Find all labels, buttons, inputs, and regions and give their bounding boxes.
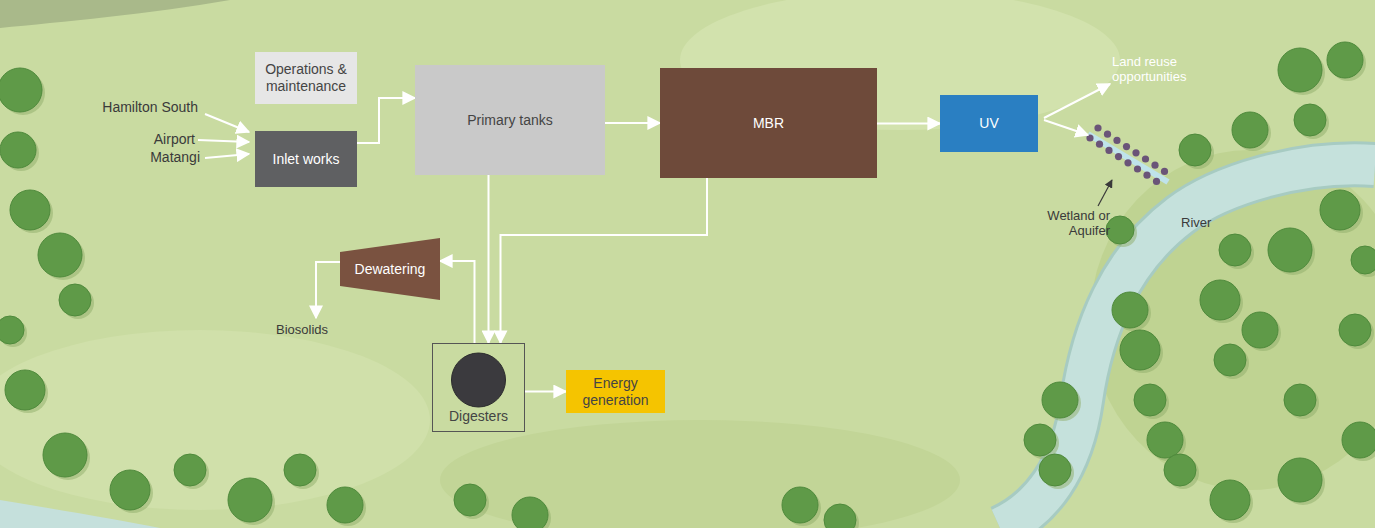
tree	[824, 504, 856, 528]
process-box: UV	[940, 95, 1038, 152]
tree	[1164, 454, 1196, 486]
tree	[1039, 454, 1071, 486]
node-text: MBR	[753, 115, 784, 132]
flow-arrow	[525, 391, 566, 393]
tree	[327, 487, 363, 523]
tree	[1232, 112, 1268, 148]
inflow-arrow	[198, 140, 249, 142]
reuse-arrow	[1044, 84, 1110, 118]
tree	[5, 370, 45, 410]
trapezoid-box: Dewatering	[340, 238, 440, 300]
wetland-dot	[1151, 162, 1158, 169]
leader-line	[1098, 180, 1112, 206]
tree	[1147, 422, 1183, 458]
node-text: Dewatering	[355, 261, 426, 278]
inflow-arrow	[205, 154, 249, 158]
tree	[1214, 344, 1246, 376]
tree	[1112, 292, 1148, 328]
tree	[1219, 234, 1251, 266]
tree	[1120, 330, 1160, 370]
tree	[0, 316, 24, 344]
wetland-dot	[1105, 147, 1112, 154]
tree	[1210, 480, 1250, 520]
tree	[1351, 246, 1375, 274]
process-box: Primary tanks	[415, 65, 605, 175]
tree	[1284, 384, 1316, 416]
flow-arrow	[877, 123, 940, 125]
source-label: Matangi	[100, 150, 200, 165]
tree	[10, 190, 50, 230]
inflow-arrow	[205, 114, 249, 132]
site-label: Biosolids	[276, 322, 356, 337]
tree	[782, 487, 818, 523]
tree	[1042, 382, 1078, 418]
tree	[1134, 384, 1166, 416]
node-text: Inlet works	[273, 151, 340, 168]
node-text: Primary tanks	[467, 112, 553, 129]
tree	[1294, 104, 1326, 136]
tree	[454, 484, 486, 516]
wetland-dot	[1123, 143, 1130, 150]
tree	[0, 132, 36, 168]
node-text: UV	[979, 115, 998, 132]
wetland-dot	[1153, 178, 1160, 185]
tree	[1200, 280, 1240, 320]
wetland-dot	[1132, 149, 1139, 156]
wetland-dot	[1143, 172, 1150, 179]
tree	[38, 233, 82, 277]
tree	[512, 497, 548, 528]
tree	[1327, 42, 1363, 78]
wetland-dot	[1113, 137, 1120, 144]
wetland-dot	[1115, 153, 1122, 160]
flow-arrow	[488, 175, 490, 343]
info-box: Operations & maintenance	[255, 52, 357, 104]
flow-arrow	[440, 261, 475, 343]
source-label: Hamilton South	[70, 100, 198, 115]
wetland-dot	[1142, 155, 1149, 162]
tree	[1278, 48, 1322, 92]
tree	[110, 470, 150, 510]
tree	[228, 478, 272, 522]
flow-arrow	[605, 122, 660, 124]
tree	[1342, 422, 1375, 458]
tree	[1024, 424, 1056, 456]
process-box: MBR	[660, 68, 877, 178]
node-text: Digesters	[449, 408, 508, 425]
node-text: Operations & maintenance	[261, 61, 351, 95]
tree	[1106, 216, 1134, 244]
source-label: Airport	[100, 132, 195, 147]
biosolids-arrow	[316, 262, 342, 318]
wetland-arrow	[1044, 120, 1088, 135]
site-label: Wetland or Aquifer	[1030, 208, 1110, 238]
site-label: River	[1181, 215, 1241, 230]
wetland-dot	[1124, 159, 1131, 166]
tree	[174, 454, 206, 486]
tree	[1278, 458, 1322, 502]
tree	[1242, 312, 1278, 348]
tree	[0, 68, 42, 112]
wetland-dot	[1161, 168, 1168, 175]
tree	[43, 433, 87, 477]
tree	[1268, 228, 1312, 272]
wetland-dot	[1134, 165, 1141, 172]
wetland-dot	[1104, 131, 1111, 138]
wetland-dot	[1096, 141, 1103, 148]
node-text: Energy generation	[572, 375, 659, 409]
tree	[1179, 134, 1211, 166]
wetland-dot	[1094, 124, 1101, 131]
output-box: Energy generation	[566, 370, 665, 413]
flow-arrow	[357, 98, 415, 143]
flow-arrow	[501, 178, 708, 343]
tree	[1320, 190, 1360, 230]
tree	[284, 454, 316, 486]
process-box: Inlet works	[255, 131, 357, 187]
tree	[59, 284, 91, 316]
digester-box: Digesters	[432, 343, 525, 432]
site-label: Land reuse opportunities	[1112, 54, 1202, 84]
tree	[1339, 314, 1371, 346]
